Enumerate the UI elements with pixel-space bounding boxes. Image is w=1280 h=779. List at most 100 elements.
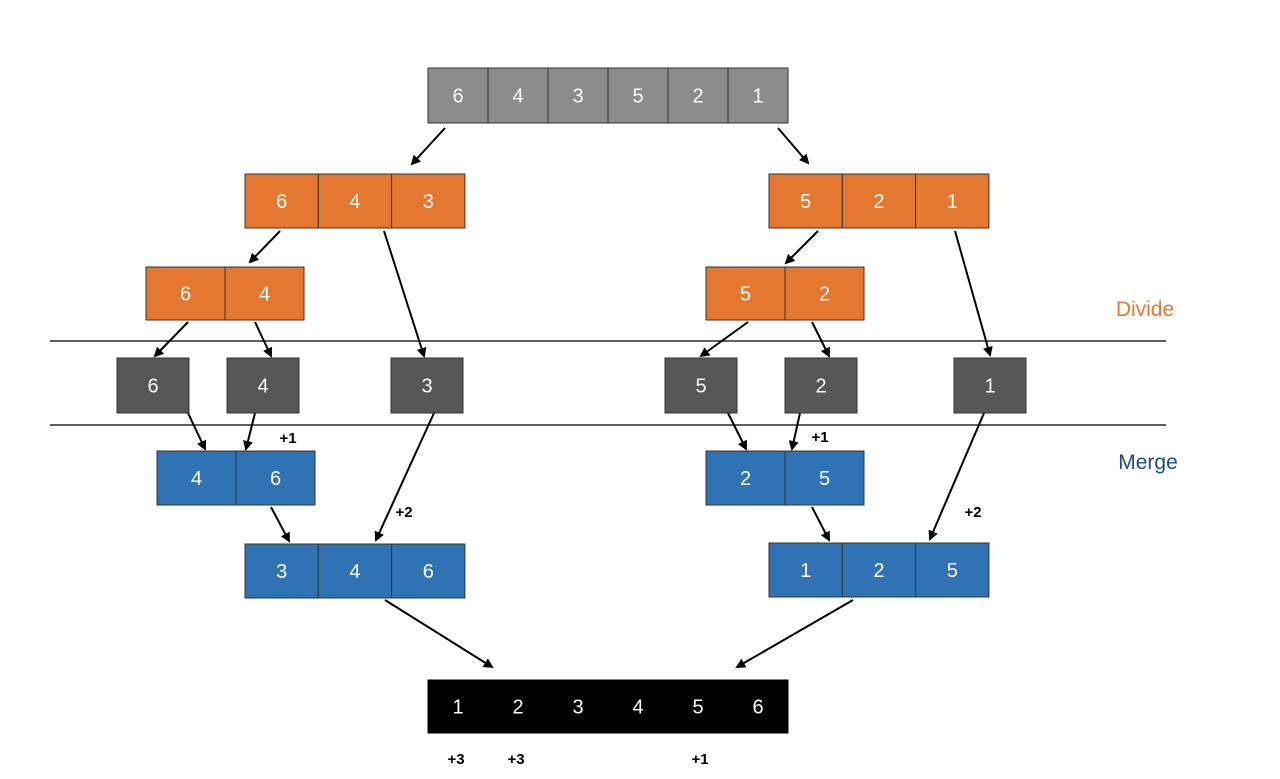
array-cell [156,450,237,506]
array-cell-value: 6 [276,191,287,213]
array-cell [116,357,190,414]
merged-left-half: 3 4 6 [244,543,466,599]
array-cell [390,357,464,414]
array-cell-value: 6 [452,86,463,108]
array-cell [317,543,393,599]
array-cell [705,266,786,321]
array-cell-value: 4 [191,468,202,490]
array-cell [667,67,729,124]
flow-arrow [243,412,256,451]
array-cell [841,542,917,598]
array-cell [727,679,789,734]
array-cell-value: 2 [819,284,830,306]
array-cell-value: 5 [695,376,706,398]
array-cell [244,543,319,599]
array-cell-value: 2 [815,376,826,398]
array-cell [487,679,549,734]
array-cell-value: 2 [512,697,523,719]
array-cell-value: 6 [423,561,434,583]
array-cell-value: 4 [259,284,270,306]
array-cell [427,67,489,124]
flow-arrow [928,412,985,541]
array-cell-value: 4 [632,697,643,719]
array-cell-value: 5 [819,468,830,490]
single-3: 3 [390,357,464,414]
array-cell [953,357,1027,414]
array-cell [145,266,226,321]
array-cell-value: 3 [572,697,583,719]
flow-arrow [784,230,819,265]
array-cell-value: 5 [800,191,811,213]
flow-arrow [383,230,427,358]
flow-arrow [954,230,993,357]
arrows-layer [153,127,993,669]
array-cell [391,173,466,229]
flow-arrow [153,321,189,358]
array-cell-value: 4 [512,86,523,108]
array-cell [547,67,609,124]
flow-arrow [374,412,435,542]
array-cell [915,173,990,229]
array-cell-value: 3 [423,191,434,213]
inversion-count-left-half: +2 [395,504,412,521]
array-cell [317,173,393,229]
flow-arrow [735,599,854,669]
divide-label: Divide [1116,298,1174,321]
array-cell-value: 6 [180,284,191,306]
array-cell-value: 1 [984,376,995,398]
flow-arrow [699,321,749,358]
single-1: 1 [953,357,1027,414]
array-cell [784,450,865,506]
array-cell-value: 1 [947,191,958,213]
array-cell-value: 5 [632,86,643,108]
array-cell-value: 5 [740,284,751,306]
array-cell [667,679,729,734]
array-cell [607,67,669,124]
flow-arrow [248,230,281,264]
flow-arrow [270,506,290,543]
inversion-count-right-half: +2 [964,504,981,521]
array-cell-value: 3 [276,561,287,583]
single-5: 5 [664,357,738,414]
array-cell [841,173,917,229]
array-cell-value: 5 [947,560,958,582]
inversion-count-result-5: +1 [691,751,708,768]
array-cell-value: 4 [349,191,360,213]
array-cell [224,266,305,321]
array-cell [784,266,865,321]
array-cell [915,542,990,598]
array-cell-value: 2 [740,468,751,490]
flow-arrow [788,412,801,451]
array-cell-value: 1 [800,560,811,582]
array-cell-value: 4 [349,561,360,583]
array-cell-value: 3 [421,376,432,398]
single-2: 2 [784,357,858,414]
array-cell [705,450,786,506]
array-cell-value: 3 [572,86,583,108]
flow-arrow [811,506,830,542]
inversion-count-right-pair: +1 [811,429,828,446]
array-cell [784,357,858,414]
array-cell [607,679,669,734]
flow-arrow [410,127,446,166]
array-cell-value: 4 [257,376,268,398]
flow-arrow [727,412,747,451]
array-cell-value: 1 [752,86,763,108]
array-cell-value: 6 [270,468,281,490]
inversion-count-result-2: +3 [507,751,524,768]
array-cell [547,679,609,734]
flow-arrow [384,599,494,669]
flow-arrow [777,127,810,165]
merge-label: Merge [1118,451,1178,474]
single-6: 6 [116,357,190,414]
flow-arrow [187,412,207,451]
